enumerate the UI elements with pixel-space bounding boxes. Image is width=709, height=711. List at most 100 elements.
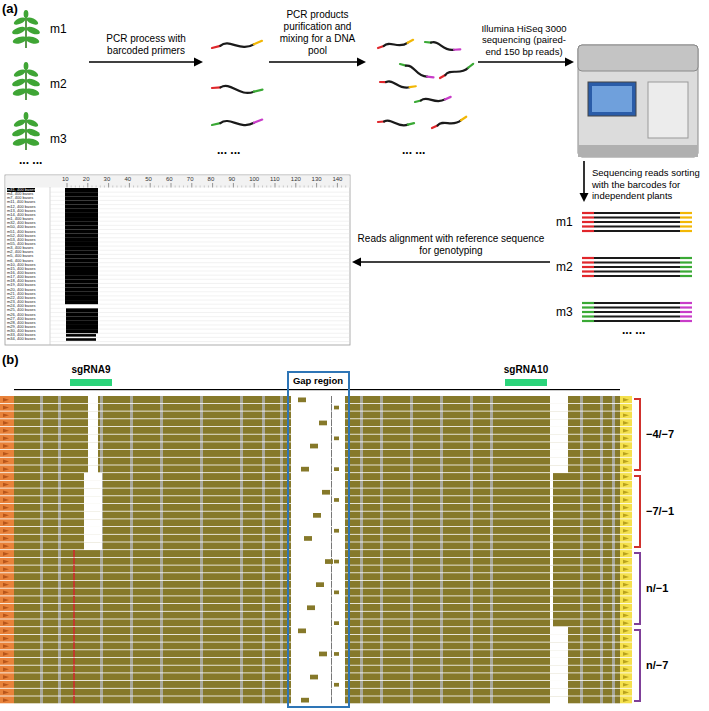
illustration-part (583, 161, 585, 194)
ruler-tick (108, 183, 109, 188)
ruler-tick (179, 186, 180, 188)
read-fragment (334, 467, 339, 471)
deletion (550, 504, 553, 512)
aligned-block (65, 271, 98, 275)
plant (11, 112, 41, 150)
read-arrow (3, 621, 9, 625)
connector-line (360, 261, 550, 263)
read-arrow (3, 460, 9, 464)
read-arrow (3, 537, 9, 541)
read-arrow (623, 521, 629, 525)
barcode (582, 275, 594, 277)
variant-mark (73, 658, 75, 666)
pcr-product (378, 39, 414, 49)
read-arrow (623, 660, 629, 664)
deletion (84, 504, 102, 512)
row-separator (0, 587, 632, 589)
ruler-tick (200, 186, 201, 188)
aligned-block (65, 225, 98, 229)
ruler-tick (141, 186, 142, 188)
edge-label: PCR process with barcoded primers (94, 33, 198, 57)
aligned-block (65, 296, 98, 300)
variant-mark (73, 635, 75, 643)
strand (220, 120, 254, 127)
deletion (88, 411, 98, 419)
deletion (550, 473, 553, 481)
read (594, 275, 680, 277)
ruler-tick (237, 186, 238, 188)
read-arrow (3, 575, 9, 579)
row-separator (0, 549, 632, 551)
read (594, 212, 680, 214)
ruler-tick (299, 186, 300, 188)
read (594, 225, 680, 227)
read-arrow (623, 683, 629, 687)
variant-mark (73, 681, 75, 689)
deletion (88, 465, 98, 473)
read (594, 270, 680, 272)
read-fragment (319, 652, 327, 657)
read-fragment (334, 498, 339, 502)
read-arrow (623, 413, 629, 417)
read-arrow (3, 483, 9, 487)
read-arrow (3, 698, 9, 702)
ruler-tick (229, 186, 230, 188)
read-arrow (623, 575, 629, 579)
step-label: Illumina HiSeq 3000 sequencing (paired-e… (476, 23, 572, 58)
variant-mark (73, 673, 75, 681)
barcode (468, 64, 474, 68)
strand (384, 120, 408, 126)
deletion (550, 573, 553, 581)
aligned-block (65, 242, 98, 246)
read-arrow (3, 398, 9, 402)
illustration-part (578, 45, 698, 71)
process-arrow (478, 58, 589, 203)
connector-arrow (89, 58, 203, 67)
aligned-block (65, 217, 98, 221)
aligned-block (65, 205, 98, 209)
aligned-block (65, 196, 98, 200)
read-arrow (623, 537, 629, 541)
read (594, 311, 680, 313)
read-fragment (319, 421, 327, 426)
ruler-tick (195, 186, 196, 188)
aligned-block (65, 188, 98, 192)
row-separator (0, 626, 632, 628)
ruler-tick (291, 186, 292, 188)
read (594, 320, 680, 322)
alignment-screenshot: 102030405060708090100110120130140m31, 40… (5, 175, 350, 345)
connector-arrow (269, 58, 366, 67)
ruler-tick (158, 186, 159, 188)
barcode (254, 41, 263, 45)
ruler-tick (275, 183, 276, 188)
region-label: Gap region (291, 375, 345, 387)
illustration-part (580, 193, 589, 202)
barcode (680, 311, 692, 313)
variant-mark (73, 612, 75, 620)
read (594, 302, 680, 304)
axis-number: 90 (228, 176, 235, 183)
read-fragment (298, 398, 306, 403)
barcode (410, 85, 416, 88)
variant-mark (73, 627, 75, 635)
ruler-tick (270, 186, 271, 188)
read (594, 230, 680, 232)
deletion (550, 427, 568, 435)
read-arrow (623, 437, 629, 441)
aligned-block (65, 192, 98, 196)
read-arrow (623, 652, 629, 656)
aligned-block (66, 325, 98, 329)
read-arrow (623, 398, 629, 402)
barcode (582, 261, 594, 263)
read-fragment (307, 605, 315, 610)
ruler-tick (241, 186, 242, 188)
barcode (407, 40, 413, 43)
read-arrow (623, 675, 629, 679)
axis-number: 110 (270, 176, 280, 183)
read-fragment (313, 513, 321, 518)
aligned-block (65, 250, 98, 254)
deletion (88, 458, 98, 466)
plant-label: m3 (50, 132, 67, 146)
ruler-tick (125, 186, 126, 188)
ruler-tick (129, 183, 130, 188)
